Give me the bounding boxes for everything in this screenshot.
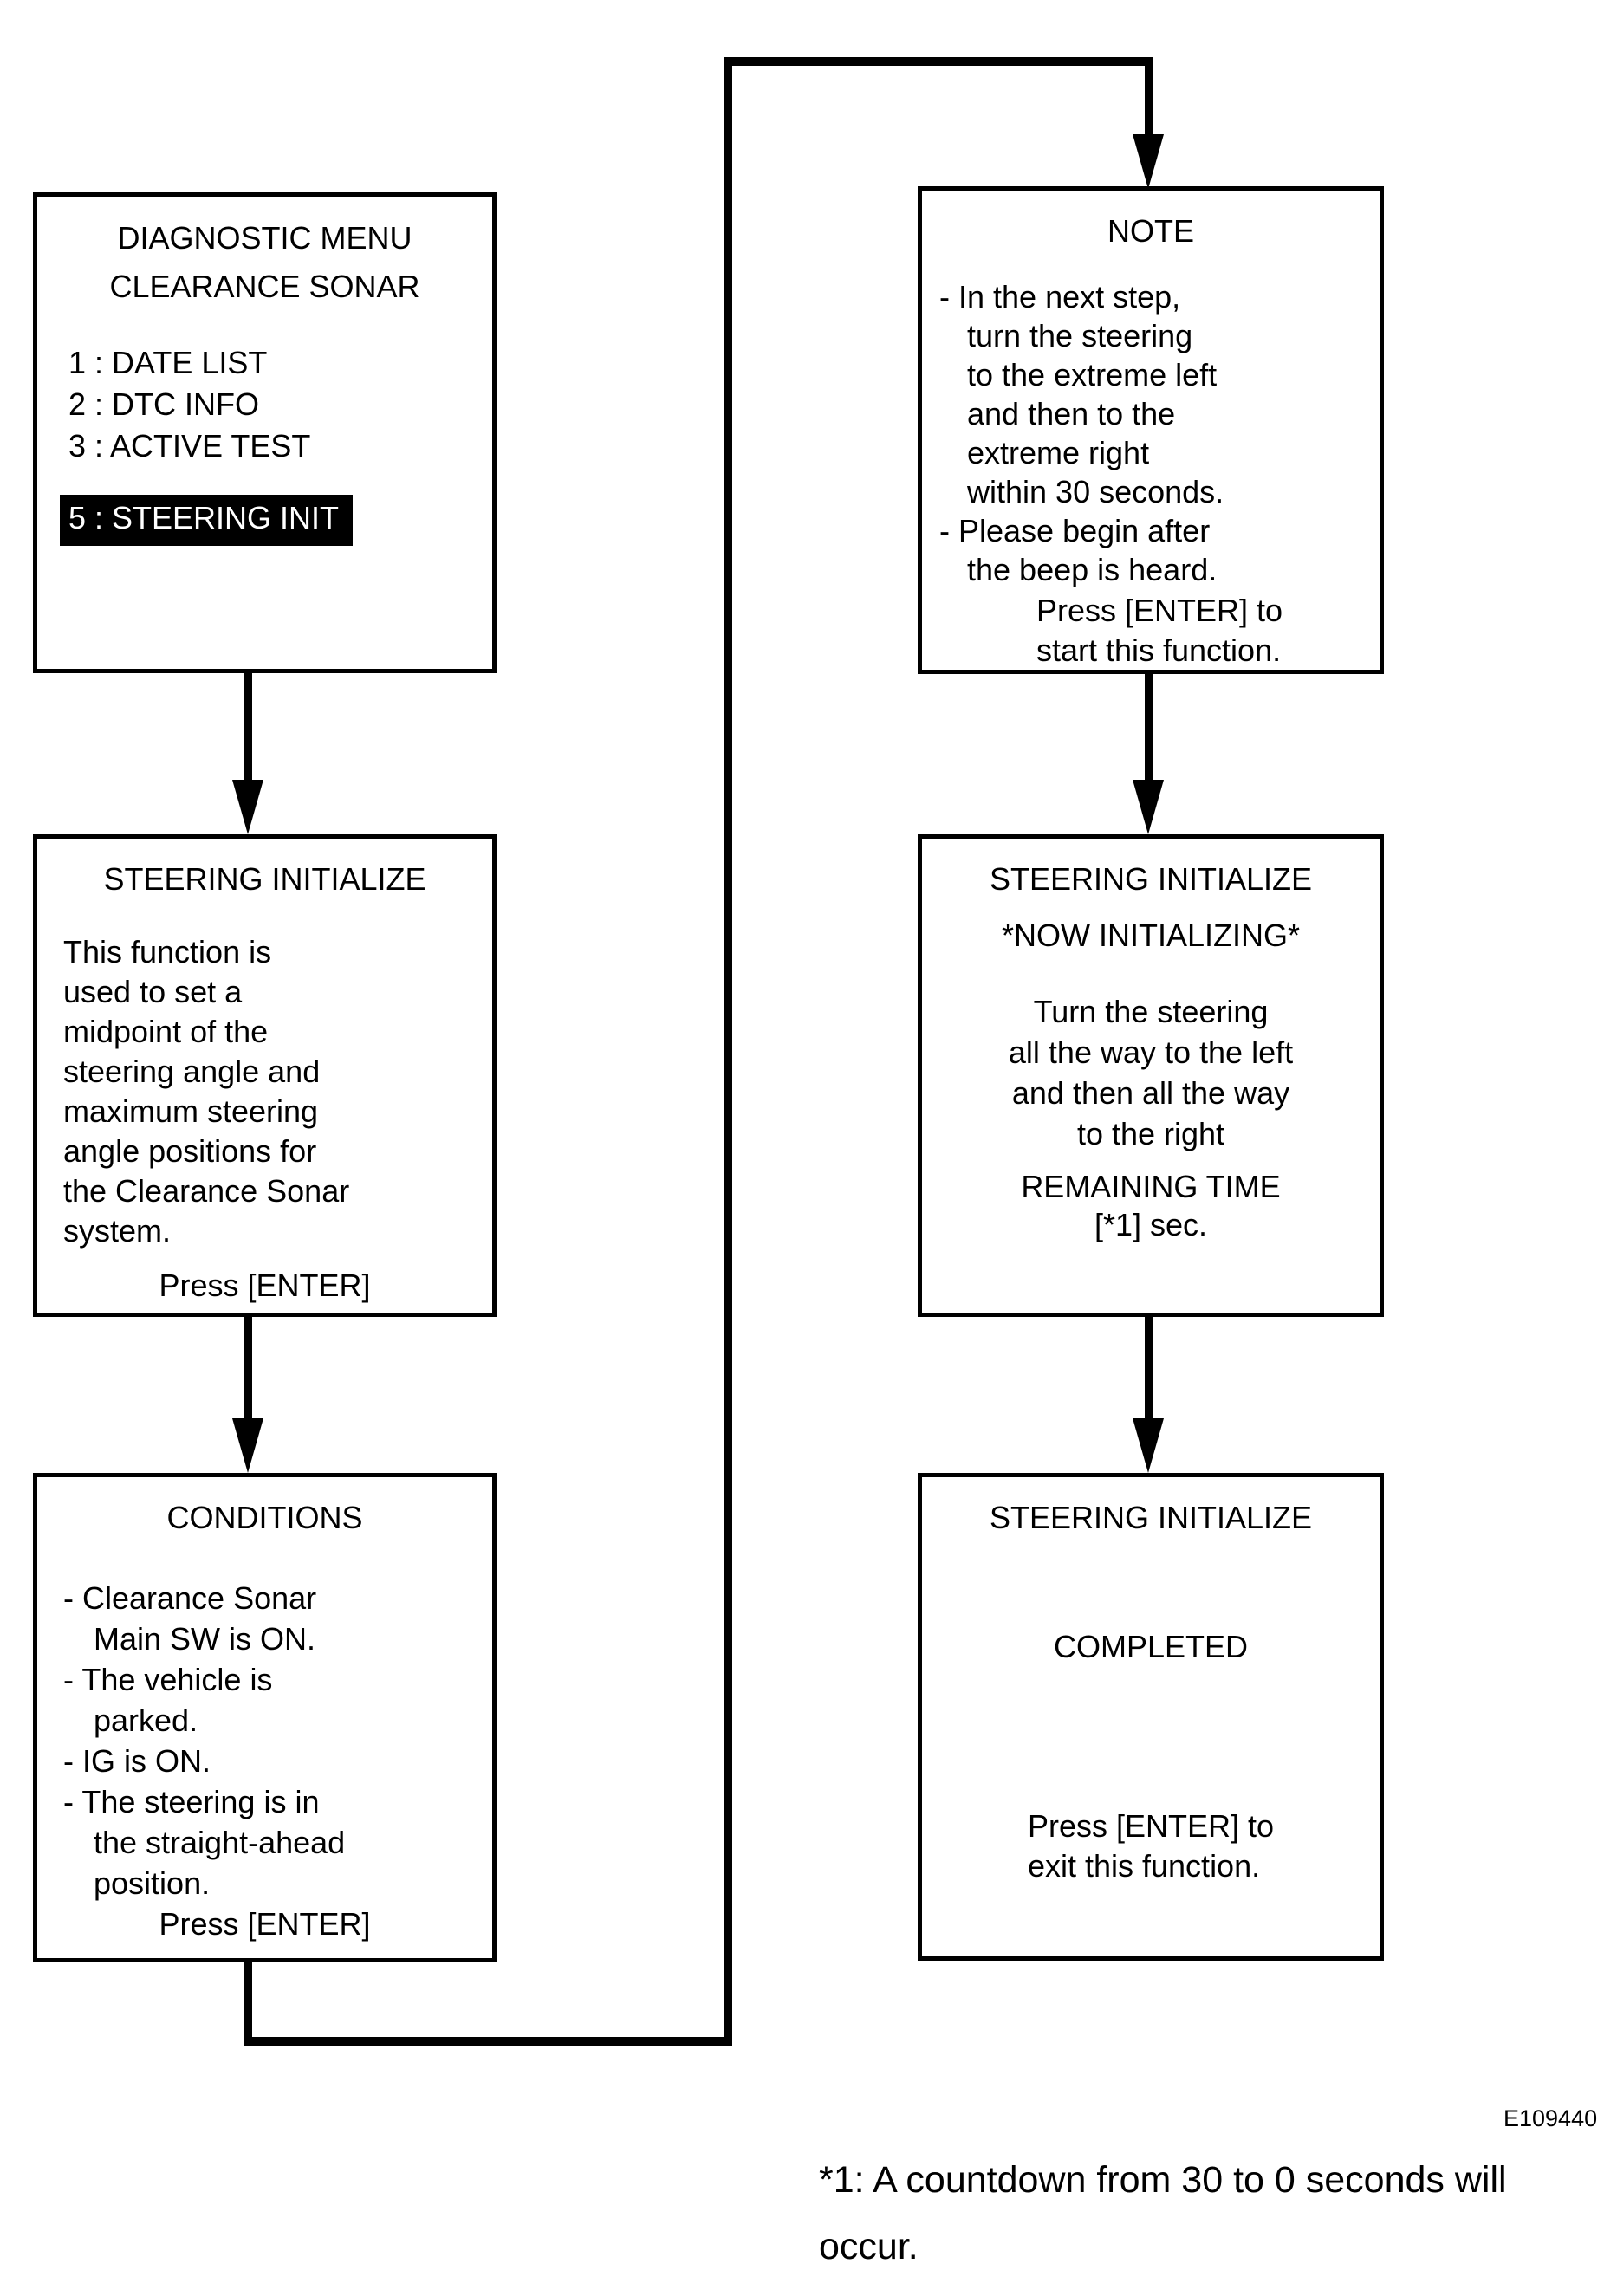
menu-item-active-test: 3 : ACTIVE TEST [68, 428, 311, 464]
prompt-line: start this function. [1036, 632, 1282, 668]
conditions-screen: CONDITIONS - Clearance Sonar Main SW is … [33, 1473, 497, 1962]
instruction-line: to the right [1076, 1116, 1225, 1151]
diagnostic-menu-title: DIAGNOSTIC MENU [117, 220, 412, 256]
prompt-line: Press [ENTER] to [1027, 1808, 1275, 1844]
instruction-line: and then all the way [1011, 1075, 1290, 1111]
instruction-line: all the way to the left [1008, 1034, 1294, 1070]
note-title: NOTE [1107, 213, 1194, 249]
prompt-line: exit this function. [1027, 1848, 1261, 1884]
menu-item-steering-init-highlighted: 5 : STEERING INIT [60, 495, 354, 546]
arrow-now-to-completed-head [1133, 1418, 1164, 1473]
description-line: steering angle and [63, 1054, 321, 1089]
condition-line: - The vehicle is [63, 1662, 273, 1697]
condition-line: parked. [94, 1703, 198, 1738]
condition-line: Main SW is ON. [94, 1621, 316, 1657]
arrow-menu-to-initialize-head [232, 780, 263, 834]
diagnostic-menu-list: 1 : DATE LIST 2 : DTC INFO 3 : ACTIVE TE… [37, 342, 492, 467]
remaining-time-value: [*1] sec. [1094, 1207, 1208, 1242]
description-line: midpoint of the [63, 1014, 269, 1049]
note-line: extreme right [967, 435, 1150, 470]
now-initializing-status: *NOW INITIALIZING* [1001, 918, 1301, 953]
remaining-time-readout: REMAINING TIME [*1] sec. [922, 1168, 1380, 1244]
completed-screen: STEERING INITIALIZE COMPLETED Press [ENT… [918, 1473, 1384, 1961]
figure-id: E109440 [1503, 2105, 1598, 2131]
condition-line: - IG is ON. [63, 1743, 211, 1779]
prompt-line: Press [ENTER] to [1036, 593, 1283, 628]
press-enter-prompt: Press [ENTER] to exit this function. [922, 1806, 1380, 1886]
note-body: - In the next step, turn the steering to… [922, 277, 1380, 671]
arrow-into-note-head [1133, 134, 1164, 189]
connector-note-drop-line [1145, 57, 1153, 139]
note-line: the beep is heard. [967, 552, 1218, 587]
condition-line: position. [94, 1865, 211, 1901]
arrow-initialize-to-conditions-line [244, 1317, 252, 1423]
press-enter-prompt: Press [ENTER] [159, 1268, 371, 1303]
steering-initialize-title: STEERING INITIALIZE [103, 861, 426, 897]
note-screen: NOTE - In the next step, turn the steeri… [918, 186, 1384, 674]
note-line: within 30 seconds. [967, 474, 1224, 509]
arrow-note-to-now-line [1145, 674, 1153, 785]
arrow-now-to-completed-line [1145, 1317, 1153, 1423]
connector-vertical-riser-line [724, 57, 732, 2046]
now-initializing-screen: STEERING INITIALIZE *NOW INITIALIZING* T… [918, 834, 1384, 1317]
description-line: the Clearance Sonar [63, 1173, 350, 1209]
description-line: system. [63, 1213, 172, 1249]
note-line: - Please begin after [939, 513, 1211, 548]
press-enter-prompt-lines: Press [ENTER] to exit this function. [1028, 1806, 1274, 1886]
footnote-line: occur. [819, 2226, 919, 2267]
conditions-list: - Clearance Sonar Main SW is ON. - The v… [37, 1578, 492, 1904]
diagnostic-menu-screen: DIAGNOSTIC MENU CLEARANCE SONAR 1 : DATE… [33, 192, 497, 673]
press-enter-prompt: Press [ENTER] [159, 1906, 371, 1942]
now-initializing-instructions: Turn the steering all the way to the lef… [922, 991, 1380, 1154]
description-line: used to set a [63, 974, 243, 1009]
condition-line: - The steering is in [63, 1784, 320, 1819]
condition-line: the straight-ahead [94, 1825, 346, 1860]
note-line: to the extreme left [967, 357, 1218, 392]
description-line: angle positions for [63, 1133, 317, 1169]
press-enter-prompt: Press [ENTER] to start this function. [939, 591, 1380, 671]
steering-initialize-title: STEERING INITIALIZE [989, 1500, 1313, 1535]
connector-conditions-drop-line [244, 1962, 252, 2046]
menu-item-date-list: 1 : DATE LIST [68, 345, 268, 380]
conditions-title: CONDITIONS [166, 1500, 363, 1535]
footnote: *1: A countdown from 30 to 0 seconds wil… [819, 2147, 1507, 2280]
steering-initialize-description: This function is used to set a midpoint … [37, 932, 492, 1251]
description-line: maximum steering [63, 1093, 319, 1129]
completed-status: COMPLETED [1053, 1629, 1249, 1664]
steering-initialize-title: STEERING INITIALIZE [989, 861, 1313, 897]
note-line: turn the steering [967, 318, 1193, 353]
steering-initialize-info-screen: STEERING INITIALIZE This function is use… [33, 834, 497, 1317]
footnote-line: *1: A countdown from 30 to 0 seconds wil… [819, 2159, 1507, 2201]
arrow-menu-to-initialize-line [244, 673, 252, 786]
menu-item-dtc-info: 2 : DTC INFO [68, 386, 260, 422]
connector-bottom-horizontal-line [244, 2037, 732, 2046]
press-enter-prompt-lines: Press [ENTER] to start this function. [1036, 591, 1283, 671]
arrow-note-to-now-head [1133, 780, 1164, 834]
condition-line: - Clearance Sonar [63, 1580, 317, 1616]
note-line: - In the next step, [939, 279, 1181, 315]
remaining-time-label: REMAINING TIME [1021, 1169, 1281, 1204]
description-line: This function is [63, 934, 272, 970]
note-line: and then to the [967, 396, 1176, 431]
arrow-initialize-to-conditions-head [232, 1418, 263, 1473]
instruction-line: Turn the steering [1033, 994, 1269, 1029]
diagnostic-menu-subtitle: CLEARANCE SONAR [109, 269, 420, 304]
connector-top-horizontal-line [724, 57, 1153, 66]
